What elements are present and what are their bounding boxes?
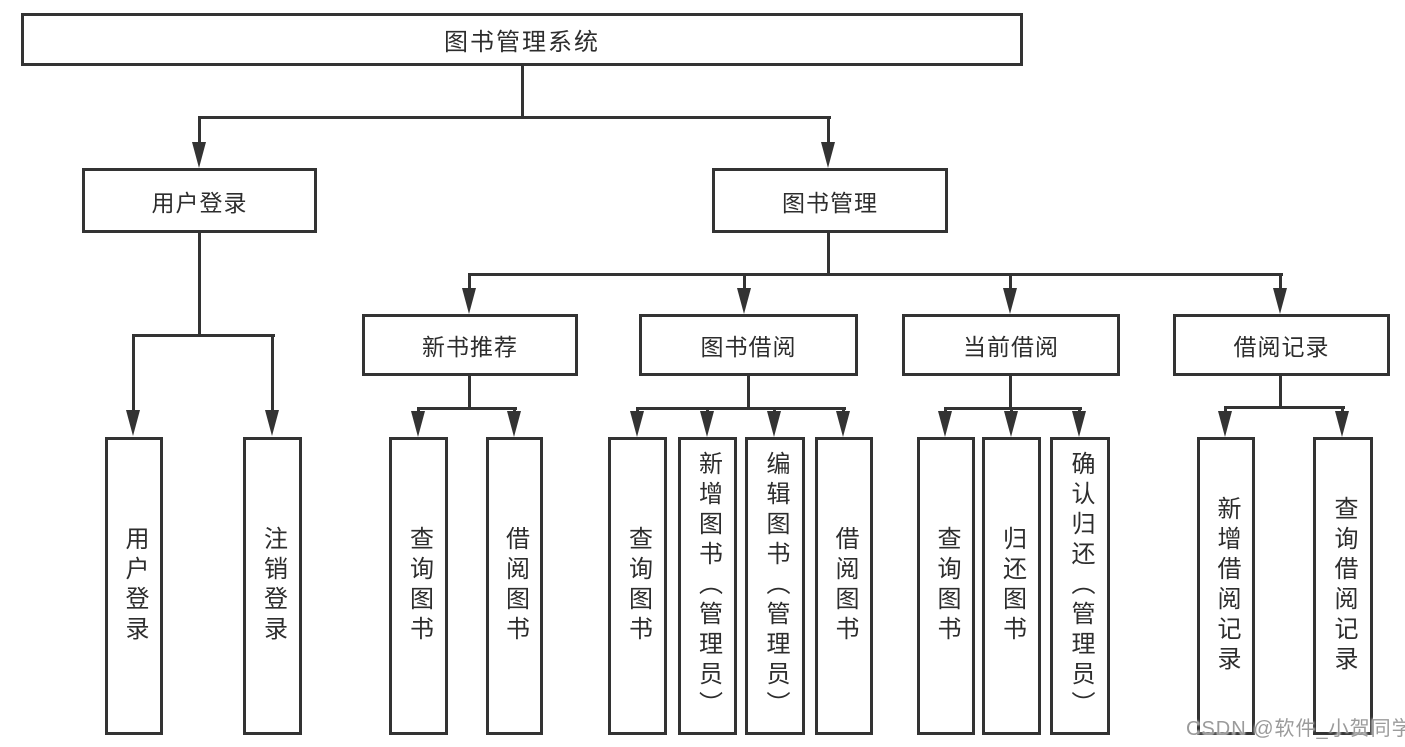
connector bbox=[1341, 406, 1344, 415]
leaf-borrow-edit: 编辑图书（管理员） bbox=[745, 437, 805, 735]
leaf-records-add: 新增借阅记录 bbox=[1197, 437, 1255, 735]
leaf-borrow-borrow-label: 借阅图书 bbox=[831, 526, 858, 646]
leaf-current-return: 归还图书 bbox=[982, 437, 1041, 735]
connector bbox=[132, 334, 135, 412]
connector bbox=[636, 407, 846, 410]
connector bbox=[198, 116, 201, 144]
connector bbox=[1279, 376, 1282, 408]
node-borrow-records-label: 借阅记录 bbox=[1233, 334, 1330, 360]
connector bbox=[1224, 406, 1345, 409]
leaf-borrow-query-label: 查询图书 bbox=[624, 526, 652, 646]
leaf-current-query-label: 查询图书 bbox=[933, 526, 960, 646]
arrow-down-icon bbox=[836, 411, 850, 437]
arrow-down-icon bbox=[821, 142, 835, 168]
connector bbox=[468, 376, 471, 409]
leaf-newbooks-borrow: 借阅图书 bbox=[486, 437, 543, 735]
node-new-book-recommend: 新书推荐 bbox=[362, 314, 578, 376]
arrow-down-icon bbox=[630, 411, 644, 437]
leaf-borrow-borrow: 借阅图书 bbox=[815, 437, 873, 735]
leaf-current-confirm: 确认归还（管理员） bbox=[1050, 437, 1110, 735]
arrow-down-icon bbox=[507, 411, 521, 437]
arrow-down-icon bbox=[938, 411, 952, 437]
arrow-down-icon bbox=[462, 288, 476, 314]
leaf-current-return-label: 归还图书 bbox=[998, 526, 1026, 646]
csdn-watermark: CSDN @软件_小贺同学 bbox=[1186, 718, 1405, 740]
leaf-current-query: 查询图书 bbox=[917, 437, 975, 735]
connector bbox=[198, 233, 201, 336]
arrow-down-icon bbox=[1273, 288, 1287, 314]
leaf-newbooks-borrow-label: 借阅图书 bbox=[501, 526, 529, 646]
arrow-down-icon bbox=[126, 410, 140, 436]
connector bbox=[468, 273, 471, 291]
leaf-borrow-edit-label: 编辑图书（管理员） bbox=[762, 451, 789, 721]
arrow-down-icon bbox=[1072, 411, 1086, 437]
arrow-down-icon bbox=[700, 411, 714, 437]
leaf-borrow-add: 新增图书（管理员） bbox=[678, 437, 737, 735]
arrow-down-icon bbox=[1218, 411, 1232, 437]
leaf-newbooks-query-label: 查询图书 bbox=[405, 526, 433, 646]
arrow-down-icon bbox=[737, 288, 751, 314]
node-root-label: 图书管理系统 bbox=[444, 29, 600, 56]
connector bbox=[827, 116, 830, 144]
connector bbox=[1009, 273, 1012, 291]
node-book-borrow: 图书借阅 bbox=[639, 314, 858, 376]
arrow-down-icon bbox=[1004, 411, 1018, 437]
node-new-book-recommend-label: 新书推荐 bbox=[422, 334, 518, 360]
connector bbox=[468, 273, 1283, 276]
leaf-records-add-label: 新增借阅记录 bbox=[1213, 496, 1240, 676]
node-current-borrow-label: 当前借阅 bbox=[963, 334, 1059, 360]
connector bbox=[417, 407, 517, 410]
connector bbox=[521, 63, 524, 117]
leaf-user-login: 用户登录 bbox=[105, 437, 163, 735]
node-user-login-label: 用户登录 bbox=[151, 189, 248, 216]
connector bbox=[198, 116, 831, 119]
connector bbox=[827, 233, 830, 275]
arrow-down-icon bbox=[1003, 288, 1017, 314]
connector bbox=[743, 273, 746, 291]
leaf-logout-label: 注销登录 bbox=[259, 526, 287, 646]
node-book-management: 图书管理 bbox=[712, 168, 948, 233]
leaf-newbooks-query: 查询图书 bbox=[389, 437, 448, 735]
connector bbox=[1009, 376, 1012, 409]
arrow-down-icon bbox=[767, 411, 781, 437]
connector bbox=[1224, 406, 1227, 415]
node-root: 图书管理系统 bbox=[21, 13, 1023, 66]
leaf-borrow-add-label: 新增图书（管理员） bbox=[694, 451, 722, 721]
node-book-management-label: 图书管理 bbox=[782, 189, 878, 216]
leaf-user-login-label: 用户登录 bbox=[121, 526, 148, 646]
node-book-borrow-label: 图书借阅 bbox=[700, 334, 797, 360]
arrow-down-icon bbox=[1335, 411, 1349, 437]
node-current-borrow: 当前借阅 bbox=[902, 314, 1120, 376]
arrow-down-icon bbox=[411, 411, 425, 437]
leaf-records-query-label: 查询借阅记录 bbox=[1330, 496, 1357, 676]
connector bbox=[132, 334, 275, 337]
connector bbox=[944, 407, 1082, 410]
connector bbox=[747, 376, 750, 409]
node-user-login: 用户登录 bbox=[82, 168, 317, 233]
arrow-down-icon bbox=[192, 142, 206, 168]
connector bbox=[1279, 273, 1282, 291]
leaf-records-query: 查询借阅记录 bbox=[1313, 437, 1373, 735]
connector bbox=[271, 334, 274, 412]
leaf-borrow-query: 查询图书 bbox=[608, 437, 667, 735]
arrow-down-icon bbox=[265, 410, 279, 436]
leaf-logout: 注销登录 bbox=[243, 437, 302, 735]
node-borrow-records: 借阅记录 bbox=[1173, 314, 1390, 376]
leaf-current-confirm-label: 确认归还（管理员） bbox=[1067, 451, 1094, 721]
